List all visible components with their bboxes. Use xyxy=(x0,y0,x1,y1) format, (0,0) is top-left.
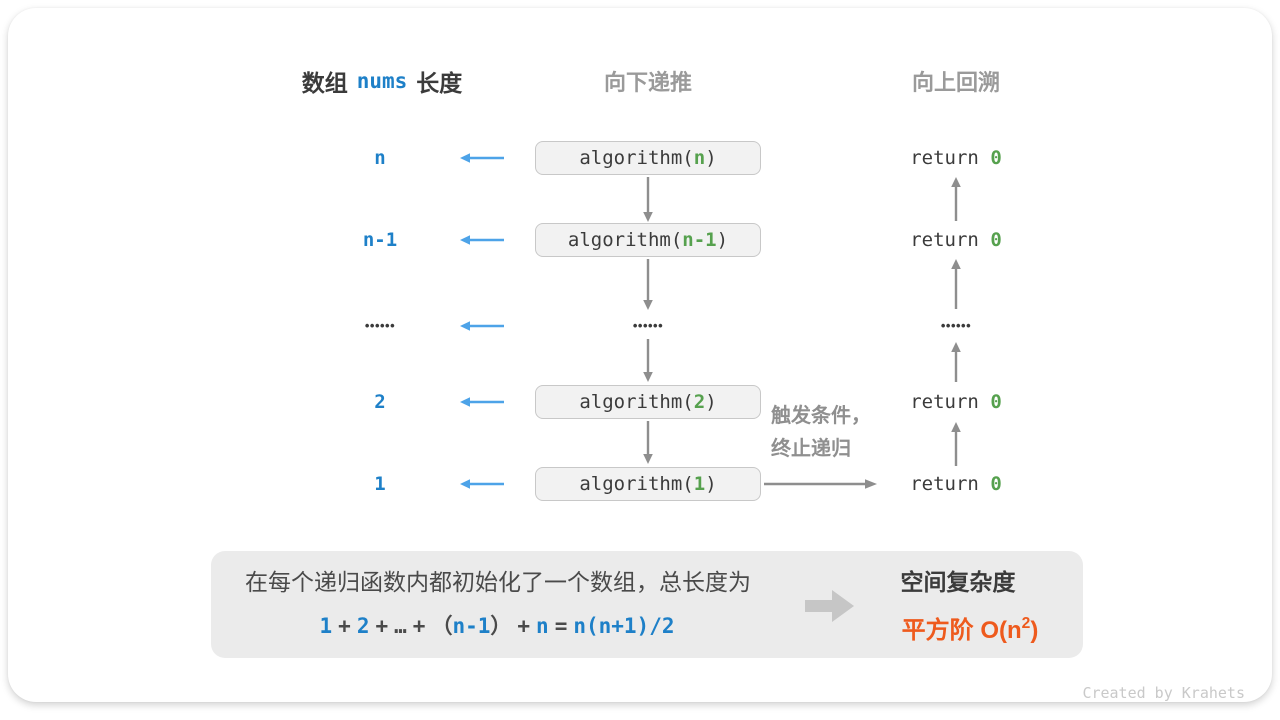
formula-paren: （ xyxy=(431,614,453,638)
call-text: ) xyxy=(705,147,717,169)
up-arrow-icon xyxy=(951,177,961,221)
column-header-array-length: 数组 nums 长度 xyxy=(222,65,542,97)
call-box-n-1: algorithm(n-1) xyxy=(535,223,761,257)
right-arrow-icon xyxy=(764,479,877,489)
length-label-n-1: n-1 xyxy=(362,229,398,251)
left-arrow-icon xyxy=(460,397,504,407)
formula-paren: ） xyxy=(490,614,512,638)
up-arrow-icon xyxy=(951,422,961,466)
header-array-prefix: 数组 xyxy=(301,70,348,96)
formula-equals: = xyxy=(554,614,568,638)
block-arrow-icon xyxy=(805,590,854,622)
left-arrow-icon xyxy=(460,235,504,245)
summary-formula: 1+2+…+（n-1）+n=n(n+1)/2 xyxy=(211,611,783,641)
return-value: 0 xyxy=(990,473,1002,495)
return-label: return 0 xyxy=(881,226,1031,254)
ellipsis-returns: •••••• xyxy=(940,318,972,333)
complexity-text: 平方阶 O(n xyxy=(901,617,1022,644)
formula-ellipsis: … xyxy=(394,614,407,638)
formula-operator: + xyxy=(375,614,389,638)
length-label-1: 1 xyxy=(374,473,386,495)
formula-term: n xyxy=(536,614,549,638)
up-arrow-icon xyxy=(951,259,961,309)
ellipsis-calls: •••••• xyxy=(632,318,664,333)
credit-text: Created by Krahets xyxy=(1082,684,1245,702)
call-text: ) xyxy=(716,229,729,251)
formula-operator: + xyxy=(517,614,531,638)
call-arg: n-1 xyxy=(682,229,717,251)
down-arrow-icon xyxy=(643,339,653,382)
left-arrow-icon xyxy=(460,479,504,489)
formula-term: 2 xyxy=(356,614,370,638)
down-arrow-icon xyxy=(643,177,653,222)
return-value: 0 xyxy=(990,229,1002,251)
summary-description: 在每个递归函数内都初始化了一个数组，总长度为 xyxy=(245,569,751,595)
termination-note-line1: 触发条件， xyxy=(771,405,871,427)
call-box-1: algorithm(1) xyxy=(535,467,761,501)
length-label-n: n xyxy=(374,147,386,169)
up-arrow-icon xyxy=(951,342,961,382)
left-arrow-icon xyxy=(460,153,504,163)
return-value: 0 xyxy=(990,391,1002,413)
termination-note-line2: 终止递归 xyxy=(771,438,851,460)
diagram-card: 数组 nums 长度 向下递推 向上回溯 n algorithm(n) retu… xyxy=(8,8,1272,702)
summary-panel: 在每个递归函数内都初始化了一个数组，总长度为 1+2+…+（n-1）+n=n(n… xyxy=(211,551,1083,658)
call-text: algorithm( xyxy=(567,229,683,251)
left-arrow-icon xyxy=(460,321,504,331)
column-header-backtrack-up: 向上回溯 xyxy=(911,70,1000,95)
ellipsis-length: •••••• xyxy=(364,318,396,333)
space-complexity-value: 平方阶 O(n2) xyxy=(820,609,1120,644)
return-label: return 0 xyxy=(881,470,1031,498)
formula-operator: + xyxy=(412,614,426,638)
call-arg: 2 xyxy=(693,391,706,413)
space-complexity-title: 空间复杂度 xyxy=(900,569,1016,595)
call-text: ) xyxy=(705,391,717,413)
down-arrow-icon xyxy=(643,259,653,310)
call-text: algorithm( xyxy=(579,473,694,495)
call-text: algorithm( xyxy=(579,391,694,413)
down-arrow-icon xyxy=(643,421,653,464)
call-arg: n xyxy=(693,147,706,169)
header-nums-code: nums xyxy=(356,69,408,93)
header-array-suffix: 长度 xyxy=(416,70,463,96)
return-value: 0 xyxy=(990,147,1002,169)
complexity-text: ) xyxy=(1030,617,1039,644)
call-box-n: algorithm(n) xyxy=(535,141,761,175)
return-keyword: return xyxy=(910,391,991,413)
return-keyword: return xyxy=(910,147,991,169)
formula-term: 1 xyxy=(319,614,333,638)
formula-result: n(n+1)/2 xyxy=(573,614,675,638)
formula-term: n-1 xyxy=(452,614,491,638)
return-label: return 0 xyxy=(881,144,1031,172)
return-keyword: return xyxy=(910,473,991,495)
complexity-exponent: 2 xyxy=(1021,615,1031,632)
call-box-2: algorithm(2) xyxy=(535,385,761,419)
return-keyword: return xyxy=(910,229,991,251)
call-text: ) xyxy=(705,473,717,495)
call-text: algorithm( xyxy=(579,147,694,169)
return-label: return 0 xyxy=(881,388,1031,416)
column-header-recurse-down: 向下递推 xyxy=(603,70,692,95)
length-label-2: 2 xyxy=(374,391,386,413)
formula-operator: + xyxy=(338,614,351,638)
termination-note: 触发条件， 终止递归 xyxy=(771,400,891,466)
call-arg: 1 xyxy=(693,473,706,495)
